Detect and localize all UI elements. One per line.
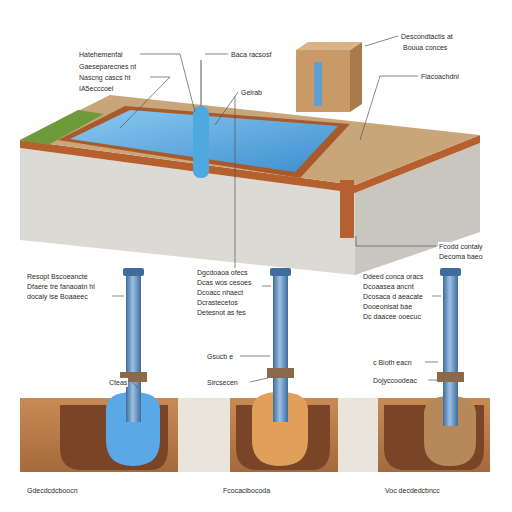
tank-box [296,50,350,112]
part-label: Dcrastecetos [196,298,239,307]
pipe-assembly [252,268,308,466]
part-label: IA5ecccoel [78,84,114,93]
part-label: Bouua conces [402,43,448,52]
part-label: Dcosaca d aeacate [362,292,424,301]
ground-divider [178,398,230,472]
part-label: Decoma baeo [438,252,484,261]
part-label: Nascng cascs ht [78,73,131,82]
part-label: Ddeed conca oracs [362,272,424,281]
part-label: Sircsecen [206,378,239,387]
leader-lines [120,36,436,270]
part-label: Fcocacibocoda [222,486,271,495]
part-label: c Bioth eacn [372,358,413,367]
part-label: docaly ise Boaaeec [26,292,89,301]
part-label: Baca racsosf [230,50,272,59]
part-label: Dcoacc nhaect [196,288,244,297]
part-label: Dcoaasea ancnt [362,282,415,291]
part-label: Dcas wos cesoes [196,278,252,287]
drain-pipe [340,180,354,238]
well-cylinder [193,106,209,178]
part-label: Gelrab [240,88,263,97]
part-label: Gdecdcdcboocn [26,486,79,495]
tank-side [350,42,362,112]
part-label: Cteas [108,378,128,387]
part-label: Detesnot as fes [196,308,247,317]
rod [201,60,202,106]
ground-divider [338,398,378,472]
part-label: Fcodd contaly [438,242,484,251]
pool-rim [58,106,350,178]
part-label: Dojyccoodeac [372,376,418,385]
part-label: Resopt Bscoeancte [26,272,89,281]
tank-top [296,42,362,50]
part-label: Dgcdoaoa ofecs [196,268,249,277]
part-label: Gaeseparecnes nt [78,62,137,71]
part-label: Gsucb e [206,352,234,361]
part-label: Dc daacee ooecuc [362,312,422,321]
soil-top [20,95,480,185]
part-label: Dooeonisat bae [362,302,413,311]
part-label: Descondtactis at [400,32,454,41]
tank-pipe [314,62,322,106]
leader-lines [112,286,441,388]
part-label: Hatehemenfal [78,50,124,59]
pipe-assembly [106,268,160,466]
part-label: Dfaere tre fanaoatn hl [26,282,96,291]
part-label: Fiacoachdnl [420,72,460,81]
pipe-assembly [424,268,476,466]
part-label: Voc decdedcbncc [384,486,441,495]
